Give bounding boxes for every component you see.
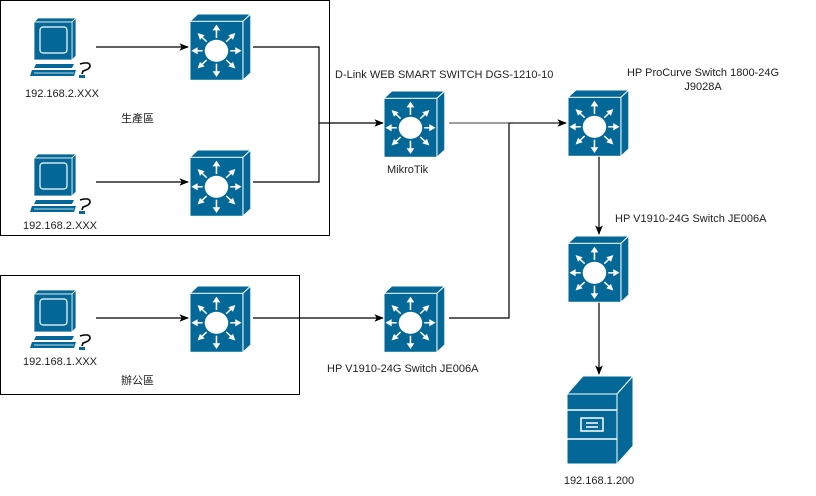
zone-production-boundary xyxy=(0,0,330,236)
mikrotik-caption: D-Link WEB SMART SWITCH DGS-1210-10 xyxy=(335,69,554,81)
procurve-label-line2: J9028A xyxy=(684,81,722,93)
computer-icon[interactable] xyxy=(29,17,91,79)
procurve-label-line1: HP ProCurve Switch 1800-24G xyxy=(626,67,780,79)
edge-hp-v1910-office-to-procurve xyxy=(449,123,510,319)
switch-icon[interactable] xyxy=(189,13,252,82)
switch-icon[interactable] xyxy=(383,90,446,159)
switch-icon[interactable] xyxy=(189,149,252,218)
mikrotik-label: MikroTik xyxy=(387,164,429,176)
zone-office-boundary xyxy=(0,275,300,395)
server-label: 192.168.1.200 xyxy=(563,475,635,487)
server-icon[interactable] xyxy=(566,375,634,465)
switch-icon[interactable] xyxy=(189,285,252,354)
hp-v1910-core-label: HP V1910-24G Switch JE006A xyxy=(615,213,767,225)
pc-prod-2-label: 192.168.2.XXX xyxy=(22,220,98,232)
edge-switch-prod-2-to-mikrotik xyxy=(253,123,320,183)
pc-prod-1-label: 192.168.2.XXX xyxy=(24,88,100,100)
switch-icon[interactable] xyxy=(567,235,630,304)
hp-v1910-office-label: HP V1910-24G Switch JE006A xyxy=(327,363,479,375)
computer-icon[interactable] xyxy=(29,153,91,215)
switch-icon[interactable] xyxy=(567,89,630,158)
zone-production-label: 生產區 xyxy=(121,113,154,125)
computer-icon[interactable] xyxy=(29,289,91,351)
edge-switch-prod-1-to-mikrotik xyxy=(253,46,320,123)
switch-icon[interactable] xyxy=(383,285,446,354)
pc-office-label: 192.168.1.XXX xyxy=(22,356,98,368)
zone-office-label: 辦公區 xyxy=(121,375,154,387)
